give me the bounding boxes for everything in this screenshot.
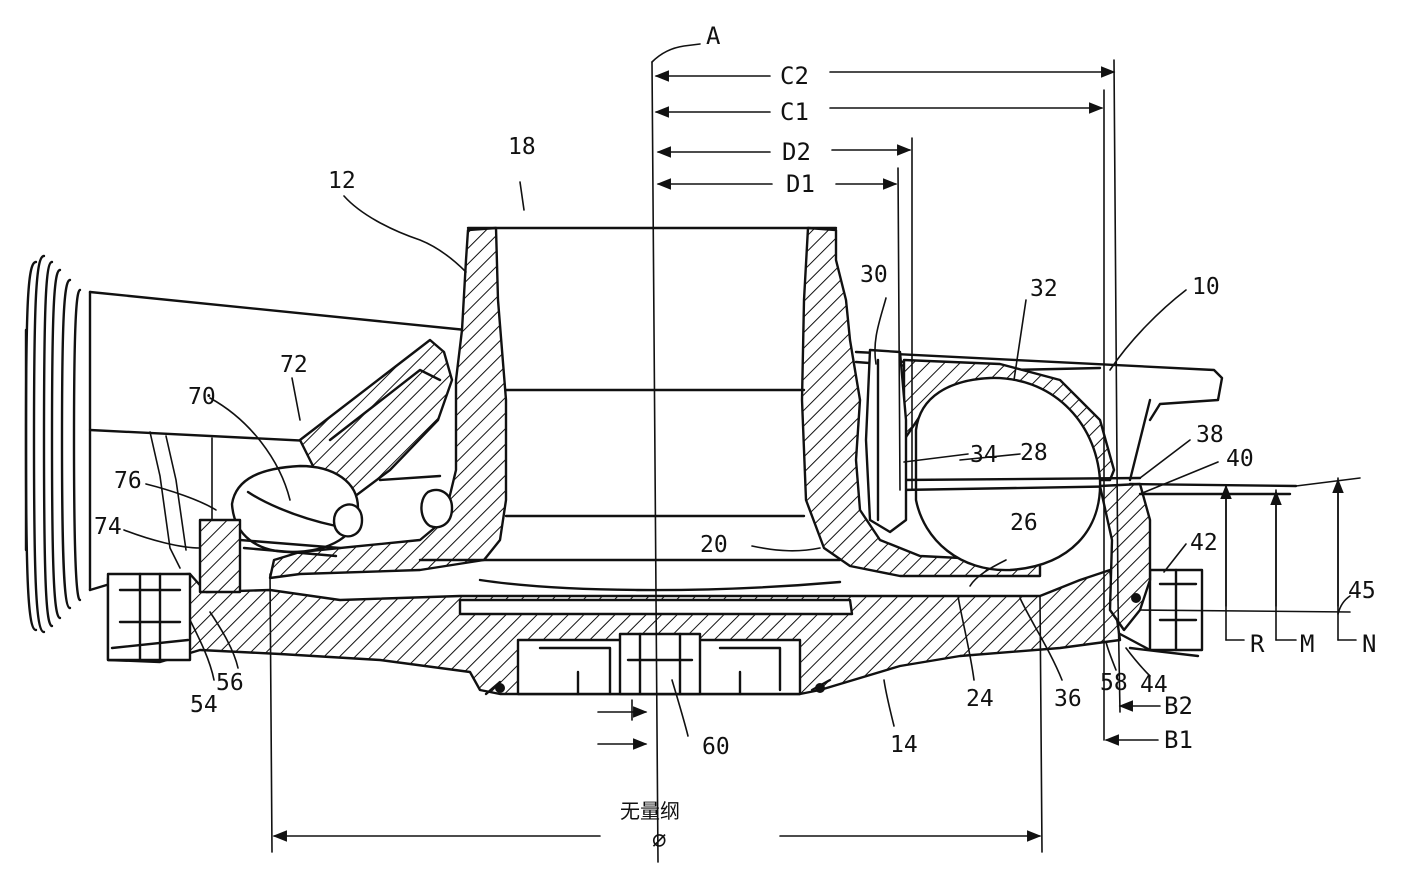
ref-40: 40 (1226, 446, 1254, 472)
cup-bottom-curve (480, 580, 840, 590)
left-mount-boss (108, 574, 190, 660)
diameter-symbol: ⌀ (652, 826, 666, 854)
axis-label-a: A (706, 22, 721, 50)
ref-74: 74 (94, 514, 122, 540)
dim-m: M (1300, 630, 1314, 658)
dim-r: R (1250, 630, 1265, 658)
ref-42: 42 (1190, 530, 1218, 556)
dim-b2: B2 (1164, 692, 1193, 720)
dim-d2: D2 (782, 138, 811, 166)
diameter-caption: 无量纲 (620, 799, 680, 823)
ref-60: 60 (702, 734, 730, 760)
ref-30: 30 (860, 262, 888, 288)
ref-24: 24 (966, 686, 994, 712)
ref-76: 76 (114, 468, 142, 494)
ref-36: 36 (1054, 686, 1082, 712)
left-end-fitting (26, 256, 90, 632)
dim-d1: D1 (786, 170, 815, 198)
ref-20: 20 (700, 532, 728, 558)
ref-26: 26 (1010, 510, 1038, 536)
bottom-hub-assembly (486, 634, 830, 694)
ref-18: 18 (508, 134, 536, 160)
ref-12: 12 (328, 168, 356, 194)
ref-72: 72 (280, 352, 308, 378)
dim-b1: B1 (1164, 726, 1193, 754)
centerline-a (652, 44, 700, 862)
ref-28: 28 (1020, 440, 1048, 466)
dim-c2: C2 (780, 62, 809, 90)
ref-38: 38 (1196, 422, 1224, 448)
dim-c1: C1 (780, 98, 809, 126)
ref-54: 54 (190, 692, 218, 718)
ref-10: 10 (1192, 274, 1220, 300)
dim-n: N (1362, 630, 1376, 658)
ref-32: 32 (1030, 276, 1058, 302)
ref-14: 14 (890, 732, 918, 758)
ref-34: 34 (970, 442, 998, 468)
ref-70: 70 (188, 384, 216, 410)
ref-56: 56 (216, 670, 244, 696)
ref-45: 45 (1348, 578, 1376, 604)
ref-58: 58 (1100, 670, 1128, 696)
